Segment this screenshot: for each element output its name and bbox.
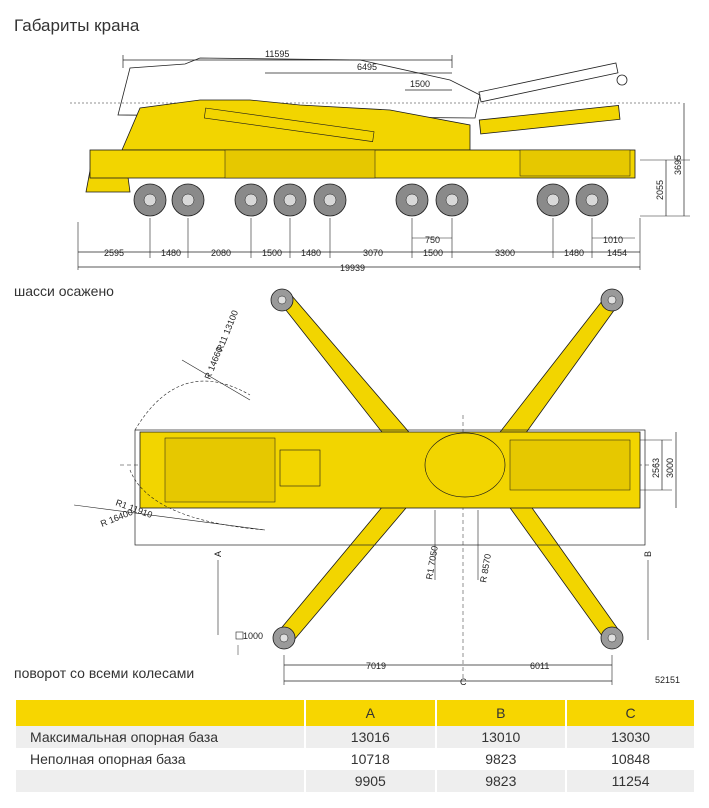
radius-8570: R 8570 xyxy=(478,553,493,583)
dim-1480-c: 1480 xyxy=(564,248,584,258)
table-header-row: A B C xyxy=(16,700,694,726)
top-view: R11 13100 R 14660 R1 11910 R 16400 R1 70… xyxy=(73,288,680,687)
table-row: Максимальная опорная база 13016 13010 13… xyxy=(16,726,694,748)
drawing-code: 52151 xyxy=(655,675,680,685)
dim-2055: 2055 xyxy=(655,180,665,200)
caption-allwheel: поворот со всеми колесами xyxy=(14,665,195,681)
table-row: 9905 9823 11254 xyxy=(16,770,694,792)
caption-chassis: шасси осажено xyxy=(14,283,114,299)
row-label: Неполная опорная база xyxy=(30,751,186,767)
table-header: C xyxy=(565,700,694,726)
table-row: Неполная опорная база 10718 9823 10848 xyxy=(16,748,694,770)
dim-1454: 1454 xyxy=(607,248,627,258)
dim-1500-a: 1500 xyxy=(262,248,282,258)
dim-750: 750 xyxy=(425,235,440,245)
table-cell: 10718 xyxy=(304,748,436,770)
table-cell: 11254 xyxy=(565,770,694,792)
dim-7019: 7019 xyxy=(366,661,386,671)
dim-1500-top: 1500 xyxy=(410,79,430,89)
dim-1010: 1010 xyxy=(603,235,623,245)
table-cell: 9823 xyxy=(434,748,567,770)
label-c: C xyxy=(460,677,467,687)
table-header xyxy=(16,700,305,726)
side-view: 11595 6495 1500 xyxy=(70,49,690,273)
table-cell: 13030 xyxy=(565,726,694,748)
dim-1500-b: 1500 xyxy=(423,248,443,258)
label-b: B xyxy=(643,551,653,557)
dim-1480-b: 1480 xyxy=(301,248,321,258)
dim-11595: 11595 xyxy=(265,49,289,59)
outrigger-beams xyxy=(277,295,621,641)
crane-drawing: 11595 6495 1500 xyxy=(70,49,690,687)
row-label xyxy=(16,770,305,792)
outrigger-table: A B C Максимальная опорная база 13016 13… xyxy=(16,700,694,792)
radius-16400: R 16400 xyxy=(99,507,134,529)
wheels xyxy=(133,183,609,217)
table-cell: 9905 xyxy=(304,770,436,792)
dim-3000: 3000 xyxy=(665,458,675,478)
table-cell: 13016 xyxy=(304,726,436,748)
dim-1000: 1000 xyxy=(243,631,263,641)
dim-1480-a: 1480 xyxy=(161,248,181,258)
radius-14660: R 14660 xyxy=(203,345,225,380)
dim-19939: 19939 xyxy=(340,263,365,273)
dim-2595: 2595 xyxy=(104,248,124,258)
table-cell: 9823 xyxy=(434,770,567,792)
table-header: A xyxy=(304,700,436,726)
dim-6495: 6495 xyxy=(357,62,377,72)
dim-2080: 2080 xyxy=(211,248,231,258)
table-cell: 10848 xyxy=(565,748,694,770)
page-title: Габариты крана xyxy=(14,16,140,35)
dim-3070: 3070 xyxy=(363,248,383,258)
radius-7050: R1 7050 xyxy=(424,545,440,580)
table-cell: 13010 xyxy=(434,726,567,748)
dim-2563: 2563 xyxy=(651,458,661,478)
dim-3695: 3695 xyxy=(673,155,683,175)
dim-6011: 6011 xyxy=(530,661,549,671)
label-a: A xyxy=(213,551,223,557)
table-header: B xyxy=(434,700,567,726)
row-label: Максимальная опорная база xyxy=(16,726,305,748)
radius-13100: R11 13100 xyxy=(215,309,241,353)
dim-3300: 3300 xyxy=(495,248,515,258)
